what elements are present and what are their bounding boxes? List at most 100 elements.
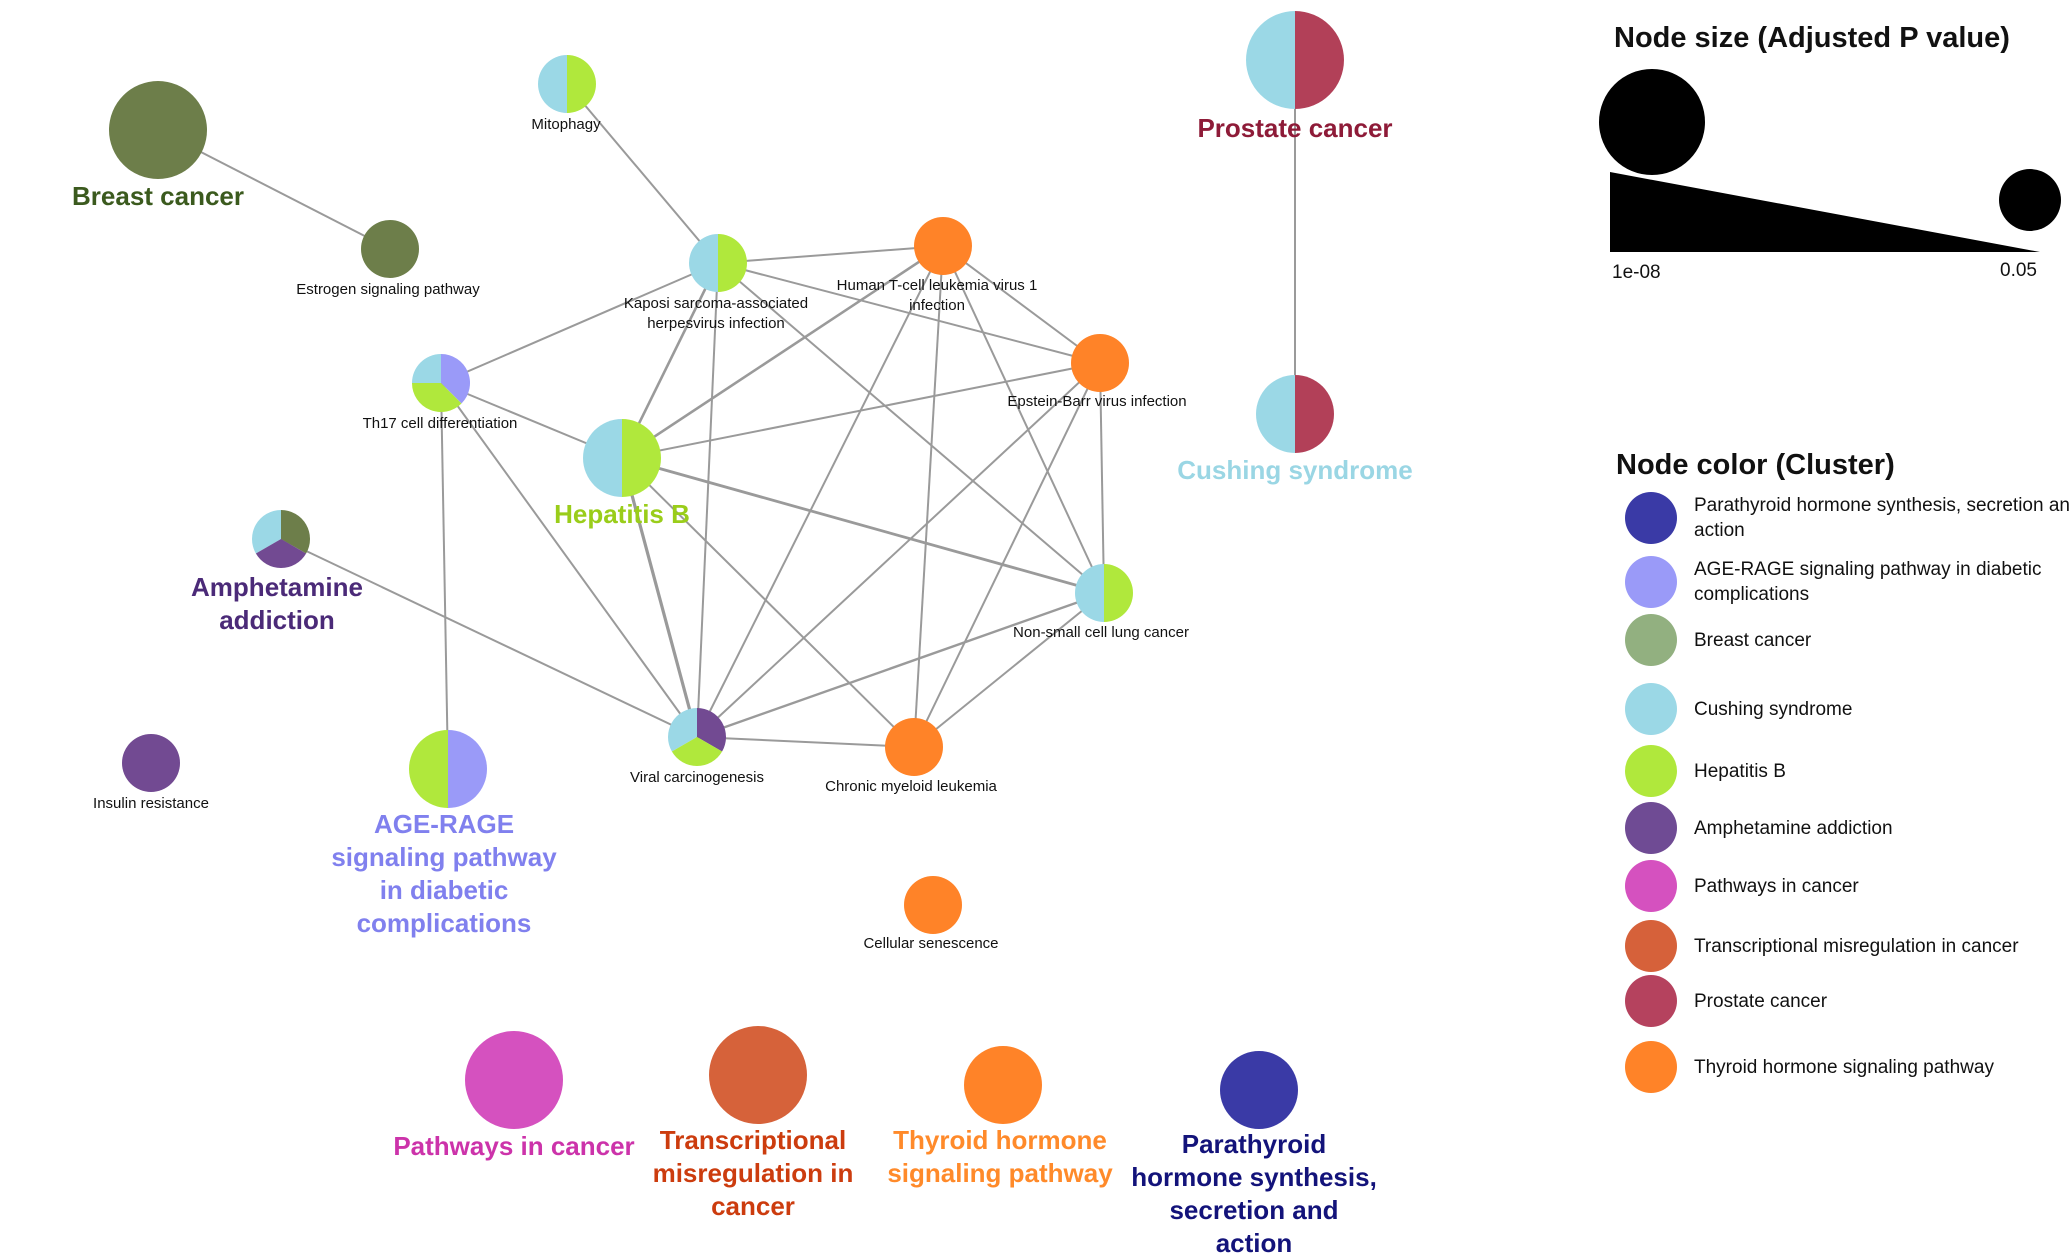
edge-kaposi-htlv <box>717 245 944 264</box>
node-slice <box>411 383 462 412</box>
legend-label: Thyroid hormone signaling pathway <box>1694 1056 1994 1078</box>
node-slice <box>1071 334 1129 392</box>
legend-label: Amphetamine addiction <box>1694 817 1893 839</box>
node-label-viral: Viral carcinogenesis <box>630 769 764 786</box>
node-slice <box>622 419 661 497</box>
edge-kaposi-viral <box>696 262 719 738</box>
color-legend-title: Node color (Cluster) <box>1616 449 1895 481</box>
node-insulin[interactable] <box>122 734 180 792</box>
node-label-mitophagy: Mitophagy <box>531 116 601 133</box>
node-label-prostate: Prostate cancer <box>1197 113 1392 143</box>
node-cushing[interactable] <box>1256 375 1334 453</box>
node-senescence[interactable] <box>904 876 962 934</box>
node-agerage[interactable] <box>409 730 487 808</box>
node-slice <box>361 220 419 278</box>
edges-layer <box>157 60 1296 770</box>
node-slice <box>465 1031 563 1129</box>
node-slice <box>255 539 307 568</box>
legend-item-thyroid-hormone: Thyroid hormone signaling pathway <box>1625 1041 2070 1093</box>
node-amph[interactable] <box>252 510 311 568</box>
node-transcr[interactable] <box>709 1026 807 1124</box>
node-pathways[interactable] <box>465 1031 563 1129</box>
legend-item-cushing-syndrome: Cushing syndrome <box>1625 683 2070 735</box>
node-th17[interactable] <box>411 354 470 412</box>
node-ebv[interactable] <box>1071 334 1129 392</box>
node-htlv[interactable] <box>914 217 972 275</box>
node-label-pathways: Pathways in cancer <box>393 1131 634 1161</box>
legend-item-amphetamine: Amphetamine addiction <box>1625 802 2070 854</box>
node-slice <box>1256 375 1295 453</box>
size-legend-title: Node size (Adjusted P value) <box>1614 22 2010 54</box>
legend-swatch <box>1625 556 1677 608</box>
edge-ebv-hepb <box>621 362 1101 459</box>
legend-swatch <box>1625 920 1677 972</box>
edge-viral-cml <box>696 736 915 748</box>
legend-item-transcriptional: Transcriptional misregulation in cancer <box>1625 920 2070 972</box>
legend-label: Hepatitis B <box>1694 760 1786 782</box>
node-slice <box>252 510 281 554</box>
node-viral[interactable] <box>668 708 726 766</box>
node-slice <box>1075 564 1104 622</box>
edge-th17-agerage <box>440 382 449 770</box>
edge-nsclc-viral <box>696 591 1105 739</box>
node-estrogen[interactable] <box>361 220 419 278</box>
edge-htlv-ebv <box>942 245 1101 364</box>
node-nsclc[interactable] <box>1075 564 1133 622</box>
node-slice <box>448 730 487 808</box>
legend-item-age-rage: AGE-RAGE signaling pathway in diabetic c… <box>1625 556 2070 608</box>
edge-kaposi-nsclc <box>717 262 1105 594</box>
node-label-cml: Chronic myeloid leukemia <box>825 778 997 795</box>
edge-amph-viral <box>280 538 698 738</box>
edge-hepb-viral <box>620 457 699 738</box>
edge-kaposi-th17 <box>440 262 719 384</box>
legend-item-prostate-cancer: Prostate cancer <box>1625 975 2070 1027</box>
node-slice <box>1295 375 1334 453</box>
node-label-breast: Breast cancer <box>72 181 244 211</box>
node-slice <box>441 354 470 404</box>
size-legend-large-circle <box>1599 69 1705 175</box>
node-cml[interactable] <box>885 718 943 776</box>
size-legend-small-circle <box>1999 169 2061 231</box>
node-slice <box>689 234 718 292</box>
node-thyroid[interactable] <box>964 1046 1042 1124</box>
node-label-insulin: Insulin resistance <box>93 795 209 812</box>
edge-htlv-cml <box>913 245 944 748</box>
legend-swatch <box>1625 683 1677 735</box>
legend-swatch <box>1625 975 1677 1027</box>
edge-nsclc-cml <box>913 592 1105 748</box>
node-slice <box>281 510 311 554</box>
legend-label: AGE-RAGE signaling pathway in diabetic c… <box>1694 559 2042 605</box>
node-label-senescence: Cellular senescence <box>863 935 998 952</box>
node-parathyroid[interactable] <box>1220 1051 1298 1129</box>
node-mitophagy[interactable] <box>538 55 596 113</box>
node-slice <box>904 876 962 934</box>
node-label-estrogen: Estrogen signaling pathway <box>296 281 480 298</box>
node-slice <box>1220 1051 1298 1129</box>
edge-htlv-nsclc <box>942 245 1105 594</box>
size-legend-min-label: 1e-08 <box>1612 262 1661 283</box>
legend-swatch <box>1625 1041 1677 1093</box>
node-slice <box>709 1026 807 1124</box>
legend-label: Pathways in cancer <box>1694 875 1859 897</box>
node-slice <box>671 737 723 766</box>
node-label-nsclc: Non-small cell lung cancer <box>1013 624 1189 641</box>
node-breast[interactable] <box>109 81 207 179</box>
node-slice <box>412 354 441 383</box>
node-hepb[interactable] <box>583 419 661 497</box>
legend-label: Breast cancer <box>1694 629 1812 651</box>
legend-item-breast-cancer: Breast cancer <box>1625 614 2070 666</box>
legend-item-hepatitis-b: Hepatitis B <box>1625 745 2070 797</box>
node-slice <box>885 718 943 776</box>
node-prostate[interactable] <box>1246 11 1344 109</box>
node-slice <box>964 1046 1042 1124</box>
node-kaposi[interactable] <box>689 234 747 292</box>
size-legend-wedge <box>1610 172 2040 252</box>
node-slice <box>122 734 180 792</box>
